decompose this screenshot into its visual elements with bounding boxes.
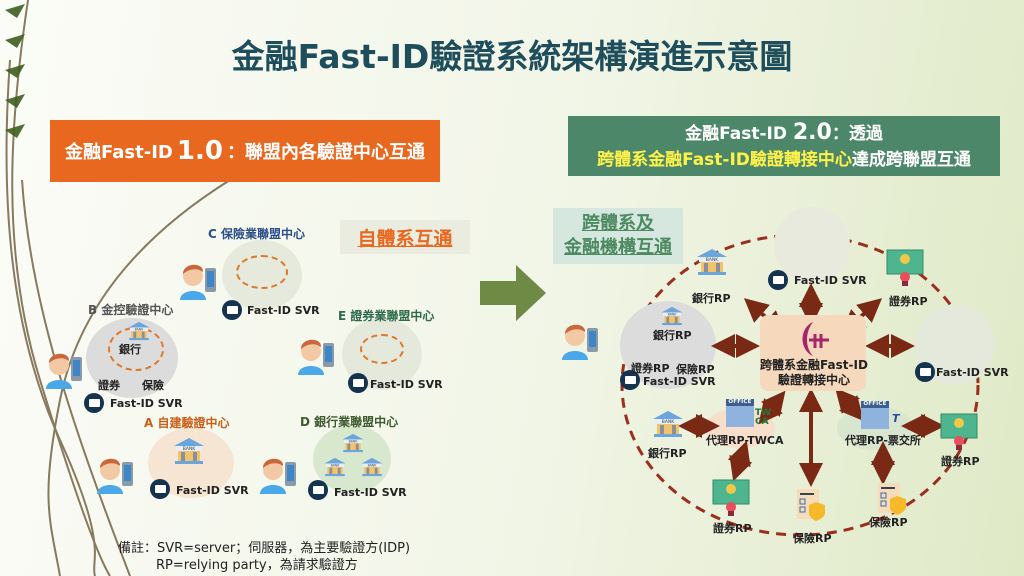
office-sign: OFFICE — [861, 401, 889, 408]
c-center-label: C 保險業聯盟中心 — [208, 227, 305, 241]
v1-prefix: 金融Fast-ID — [65, 142, 173, 163]
proxy-twca-label: 代理RP-TWCA — [706, 434, 784, 447]
svg-text:BANK: BANK — [668, 312, 678, 316]
v2-banner: 金融Fast-ID 2.0：透過 跨體系金融Fast-ID驗證轉接中心達成跨聯盟… — [568, 116, 1000, 176]
b-center-label: B 金控驗證中心 — [88, 303, 174, 317]
right-svr-label: Fast-ID SVR — [936, 366, 1009, 379]
c-svr-label: Fast-ID SVR — [247, 304, 320, 317]
b-sec-label: 證券 — [98, 379, 120, 392]
page-title: 金融Fast-ID驗證系統架構演進示意圖 — [231, 37, 793, 76]
b-ins-label: 保險 — [142, 379, 164, 392]
bank-icon: BANK — [341, 433, 365, 453]
user-with-phone-icon — [560, 318, 598, 360]
insurance-doc-icon — [877, 482, 907, 520]
svg-text:BANK: BANK — [662, 419, 676, 425]
bank-icon: BANK — [695, 248, 729, 276]
user-with-phone-icon — [95, 452, 133, 494]
sec-rp-bottom: 證券RP — [713, 522, 752, 535]
proxy-tdcc-label: 代理RP-票交所 — [845, 434, 921, 447]
bank-icon: BANK — [651, 410, 685, 438]
e-svr-label: Fast-ID SVR — [370, 378, 443, 391]
bank-rp-left: 銀行RP — [648, 447, 687, 460]
v2-prefix: 金融Fast-ID — [685, 124, 787, 144]
v1-version: 1.0 — [176, 136, 223, 166]
svg-text:BANK: BANK — [706, 257, 720, 263]
user-with-phone-icon — [296, 333, 334, 375]
b-svr-label: Fast-ID SVR — [110, 397, 183, 410]
sec-rp-right: 證券RP — [941, 455, 980, 468]
office-icon: OFFICE — [726, 399, 754, 427]
svg-text:BANK: BANK — [331, 463, 341, 467]
ins-rp-bottom: 保險RP — [793, 532, 832, 545]
server-icon — [620, 370, 640, 390]
server-icon — [768, 270, 788, 290]
office-icon: OFFICE — [861, 401, 889, 429]
d-center-label: D 銀行業聯盟中心 — [300, 415, 399, 429]
bank-rp-top: 銀行RP — [692, 292, 731, 305]
hub-logo-icon — [802, 322, 829, 356]
a-svr-label: Fast-ID SVR — [176, 484, 249, 497]
user-with-phone-icon — [44, 347, 82, 389]
user-with-phone-icon — [178, 258, 216, 300]
d-svr-label: Fast-ID SVR — [334, 486, 407, 499]
server-icon — [150, 479, 170, 499]
footnote-line-1: 備註：SVR=server；伺服器，為主要驗證方(IDP) — [118, 541, 411, 556]
hub-line-1: 跨體系金融Fast-ID — [760, 358, 868, 372]
server-icon — [222, 300, 242, 320]
hub-line-2: 驗證轉接中心 — [777, 373, 850, 387]
insurance-doc-icon — [796, 488, 826, 526]
certificate-icon — [712, 478, 750, 520]
bank-icon: BANK — [172, 437, 206, 465]
left-svr-label: Fast-ID SVR — [643, 375, 716, 388]
certificate-icon — [940, 412, 978, 454]
ins-rp-inner: 保險RP — [676, 363, 715, 376]
e-dashed-ring — [360, 334, 404, 364]
bank-icon: BANK — [360, 457, 384, 477]
v1-suffix: ：聯盟內各驗證中心互通 — [226, 142, 425, 163]
bank-rp-inner: 銀行RP — [653, 329, 692, 342]
user-with-phone-icon — [258, 452, 296, 494]
v2-version: 2.0 — [792, 120, 832, 145]
bank-icon: BANK — [323, 457, 347, 477]
v2-suffix: ：透過 — [831, 124, 883, 144]
footnote-line-2: RP=relying party，為請求驗證方 — [156, 558, 358, 573]
twca-logo: TW CA — [755, 408, 772, 427]
svg-text:BANK: BANK — [368, 463, 378, 467]
tag-line-1: 跨體系及 — [582, 213, 654, 234]
cross-system-tag: 跨體系及金融機構互通 — [553, 208, 683, 264]
office-sign: OFFICE — [726, 399, 754, 406]
intra-system-tag: 自體系互通 — [340, 220, 470, 254]
v2-highlight: 跨體系金融Fast-ID驗證轉接中心 — [597, 150, 852, 170]
certificate-icon — [886, 248, 924, 290]
server-icon — [915, 362, 935, 382]
sec-rp-inner: 證券RP — [631, 362, 670, 375]
hub-box — [760, 315, 866, 391]
footnote: 備註：SVR=server；伺服器，為主要驗證方(IDP) RP=relying … — [118, 540, 410, 574]
tag-line-2: 金融機構互通 — [564, 237, 672, 258]
server-icon — [84, 393, 104, 413]
evolution-arrow-icon — [480, 265, 546, 321]
svg-text:BANK: BANK — [349, 439, 359, 443]
bank-icon: BANK — [660, 306, 684, 326]
ins-rp-right: 保險RP — [869, 516, 908, 529]
v2-rest: 達成跨聯盟互通 — [851, 150, 971, 170]
server-icon — [308, 480, 328, 500]
server-icon — [348, 373, 368, 393]
e-center-label: E 證券業聯盟中心 — [338, 309, 435, 323]
svg-text:BANK: BANK — [135, 327, 145, 331]
v1-banner: 金融Fast-ID 1.0 ：聯盟內各驗證中心互通 — [50, 120, 440, 182]
c-dashed-ring — [236, 255, 288, 289]
sec-rp-top: 證券RP — [889, 295, 928, 308]
top-svr-label: Fast-ID SVR — [794, 274, 867, 287]
svg-text:BANK: BANK — [183, 446, 197, 452]
bank-icon: BANK — [127, 321, 151, 341]
tdcc-logo-icon: T — [892, 412, 900, 425]
a-center-label: A 自建驗證中心 — [144, 416, 230, 430]
